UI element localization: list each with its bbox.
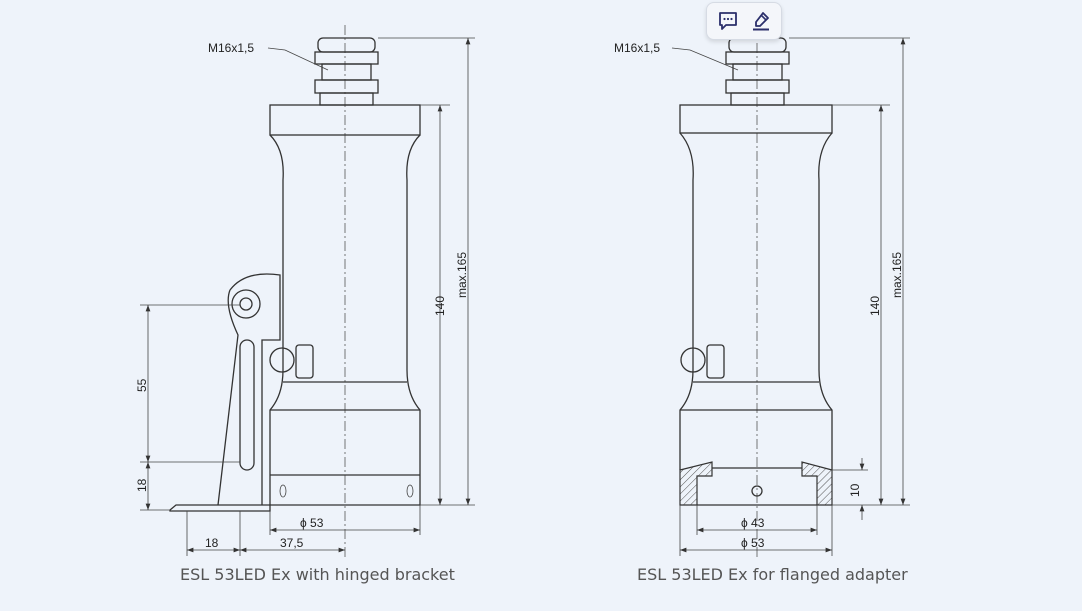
left-dim-18-horizontal: 18 (205, 536, 219, 550)
comment-icon (718, 12, 737, 30)
highlighter-icon (752, 12, 769, 31)
left-drawing-hinged-bracket: M16x1,5 140 max.165 55 18 ϕ 53 18 37,5 (135, 25, 475, 560)
right-drawing-flanged-adapter: M16x1,5 140 max.165 10 ϕ 43 ϕ 53 (614, 25, 910, 560)
right-dim-diameter-43: ϕ 43 (741, 516, 765, 530)
comment-button[interactable] (715, 8, 741, 34)
highlight-button[interactable] (748, 8, 774, 34)
left-dim-diameter-53: ϕ 53 (300, 516, 324, 530)
right-caption: ESL 53LED Ex for flanged adapter (637, 565, 908, 584)
right-dim-140: 140 (868, 296, 882, 316)
right-thread-label: M16x1,5 (614, 41, 660, 55)
left-dim-max165: max.165 (455, 252, 469, 298)
right-dim-diameter-53: ϕ 53 (741, 536, 765, 550)
left-dim-55: 55 (135, 378, 149, 392)
right-dim-max165: max.165 (890, 252, 904, 298)
right-dim-10: 10 (848, 483, 862, 497)
left-dim-37-5: 37,5 (280, 536, 304, 550)
left-caption: ESL 53LED Ex with hinged bracket (180, 565, 455, 584)
floating-annotation-toolbar (706, 2, 782, 40)
left-thread-label: M16x1,5 (208, 41, 254, 55)
left-dim-140: 140 (433, 296, 447, 316)
left-dim-18-vertical: 18 (135, 478, 149, 492)
